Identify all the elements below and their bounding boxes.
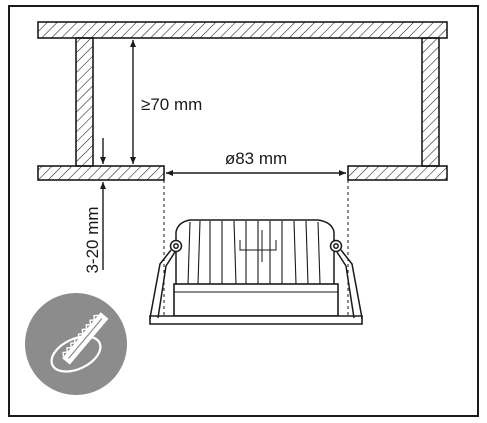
spring-clip-right bbox=[329, 239, 363, 319]
downlight-fixture bbox=[149, 219, 363, 325]
ceiling-panel-right bbox=[347, 165, 448, 181]
upper-slab bbox=[37, 21, 448, 39]
outer-frame bbox=[8, 5, 479, 417]
spring-clip-left bbox=[149, 239, 183, 319]
heatsink-outline bbox=[175, 219, 335, 286]
left-joist bbox=[75, 37, 94, 167]
thickness-dimension: 3-20 mm bbox=[83, 138, 106, 274]
hole-saw-cutting-icon bbox=[25, 293, 127, 395]
clearance-label: ≥70 mm bbox=[141, 95, 202, 114]
trim-ring bbox=[149, 315, 363, 325]
clearance-dimension: ≥70 mm bbox=[130, 40, 202, 164]
thickness-label: 3-20 mm bbox=[83, 206, 102, 273]
right-joist bbox=[421, 37, 440, 167]
heatsink-fins bbox=[187, 220, 321, 285]
ceiling-panel-left bbox=[37, 165, 165, 181]
fixture-body bbox=[173, 283, 339, 317]
cutout-dimension: ø83 mm bbox=[166, 149, 346, 176]
cutout-label: ø83 mm bbox=[225, 149, 287, 168]
